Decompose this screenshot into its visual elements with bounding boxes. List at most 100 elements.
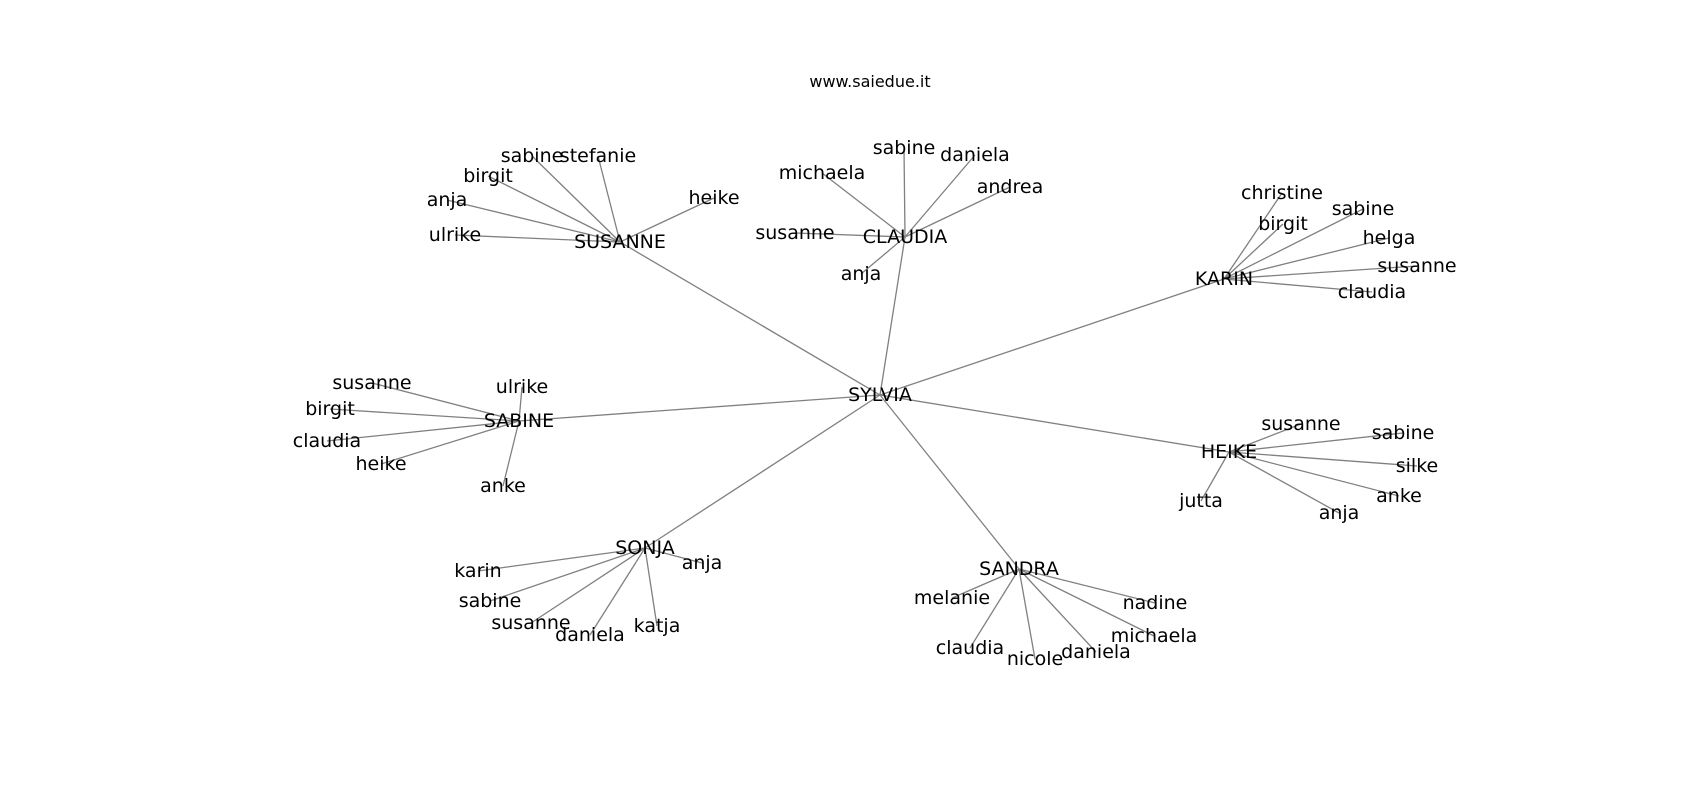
edge-sonja-sabine [489, 547, 646, 602]
node-leaf: heike [688, 187, 739, 209]
node-leaf: helga [1363, 227, 1416, 249]
page-title: www.saiedue.it [809, 72, 931, 91]
edge-root-heike [879, 394, 1230, 453]
node-leaf: daniela [940, 144, 1010, 166]
node-leaf: sabine [873, 137, 936, 159]
node-hub-sandra: SANDRA [979, 558, 1059, 580]
node-leaf: susanne [1377, 255, 1456, 277]
node-leaf: sabine [1372, 422, 1435, 444]
edge-root-sandra [879, 394, 1020, 570]
edge-karin-helga [1223, 237, 1390, 280]
node-leaf: michaela [779, 162, 866, 184]
edge-layer [326, 147, 1418, 660]
node-leaf: nadine [1123, 592, 1188, 614]
edge-claudia-anja [860, 236, 906, 275]
node-leaf: anja [1319, 502, 1360, 524]
node-leaf: katja [634, 615, 681, 637]
edge-claudia-daniela [904, 154, 976, 238]
node-leaf: anja [682, 552, 723, 574]
edge-claudia-andrea [904, 186, 1011, 238]
edge-sabine-birgit [329, 408, 520, 422]
edge-root-sonja [644, 394, 881, 549]
edge-karin-claudia [1223, 278, 1373, 293]
node-leaf: daniela [1061, 641, 1131, 663]
node-hub-susanne: SUSANNE [574, 231, 666, 253]
edge-susanne-anja [446, 199, 621, 243]
node-hub-sonja: SONJA [615, 537, 675, 559]
node-leaf: susanne [491, 612, 570, 634]
edge-sonja-karin [477, 547, 646, 572]
edge-sonja-daniela [589, 547, 646, 636]
edge-heike-anja [1228, 451, 1340, 514]
node-leaf: anja [841, 263, 882, 285]
node-leaf: melanie [914, 587, 990, 609]
node-leaf: claudia [936, 637, 1004, 659]
node-leaf: birgit [305, 398, 355, 420]
node-leaf: sabine [501, 145, 564, 167]
node-leaf: christine [1241, 182, 1323, 204]
edge-karin-sabine [1223, 208, 1364, 280]
node-leaf: claudia [1338, 281, 1406, 303]
edge-sonja-susanne [530, 547, 646, 624]
node-leaf: anja [427, 189, 468, 211]
edge-susanne-birgit [487, 175, 621, 243]
node-leaf: ulrike [496, 376, 548, 398]
edge-sandra-nicole [1018, 568, 1036, 660]
edge-karin-susanne [1223, 265, 1418, 280]
node-leaf: anke [480, 475, 526, 497]
node-leaf: andrea [977, 176, 1043, 198]
edge-heike-anke [1228, 451, 1400, 497]
node-leaf: susanne [332, 372, 411, 394]
node-hub-karin: KARIN [1195, 268, 1253, 290]
edge-sabine-heike [380, 420, 520, 465]
edge-heike-silke [1228, 451, 1418, 467]
edge-karin-christine [1223, 192, 1283, 280]
edge-root-sabine [518, 394, 881, 422]
node-leaf: susanne [755, 222, 834, 244]
edge-sabine-claudia [326, 420, 520, 442]
edge-sandra-claudia [969, 568, 1020, 649]
node-leaf: nicole [1007, 648, 1063, 670]
edge-sandra-nadine [1018, 568, 1156, 604]
edge-karin-birgit [1223, 223, 1284, 280]
edge-root-susanne [619, 241, 881, 396]
node-leaf: sabine [1332, 198, 1395, 220]
node-leaf: silke [1396, 455, 1438, 477]
node-hub-claudia: CLAUDIA [863, 226, 947, 248]
edge-claudia-sabine [903, 147, 906, 238]
node-hub-heike: HEIKE [1201, 441, 1257, 463]
node-leaf: susanne [1261, 413, 1340, 435]
edge-sonja-anja [644, 547, 703, 564]
edge-claudia-michaela [821, 172, 906, 238]
node-leaf: birgit [1258, 213, 1308, 235]
node-leaf: claudia [293, 430, 361, 452]
edge-sonja-katja [644, 547, 658, 627]
node-leaf: anke [1376, 485, 1422, 507]
edge-sabine-anke [502, 420, 520, 487]
edge-root-claudia [879, 236, 906, 396]
edge-sandra-daniela [1018, 568, 1097, 653]
node-leaf: ulrike [429, 224, 481, 246]
node-root: SYLVIA [848, 384, 912, 406]
edge-heike-jutta [1200, 451, 1230, 502]
edge-susanne-ulrike [454, 234, 621, 243]
node-leaf: karin [454, 560, 501, 582]
node-leaf: sabine [459, 590, 522, 612]
node-hub-sabine: SABINE [484, 410, 554, 432]
edge-heike-susanne [1228, 423, 1302, 453]
edge-susanne-heike [619, 197, 715, 243]
edge-sabine-ulrike [518, 386, 523, 422]
node-leaf: heike [355, 453, 406, 475]
edge-sandra-melanie [951, 568, 1020, 599]
edge-sabine-susanne [371, 382, 520, 422]
edge-sandra-michaela [1018, 568, 1155, 637]
edge-heike-sabine [1228, 432, 1404, 453]
node-leaf: jutta [1178, 490, 1223, 512]
edge-claudia-susanne [794, 232, 906, 238]
edge-root-karin [879, 278, 1225, 396]
node-leaf: daniela [555, 624, 625, 646]
edge-susanne-stefanie [597, 155, 621, 243]
node-leaf: michaela [1111, 625, 1198, 647]
